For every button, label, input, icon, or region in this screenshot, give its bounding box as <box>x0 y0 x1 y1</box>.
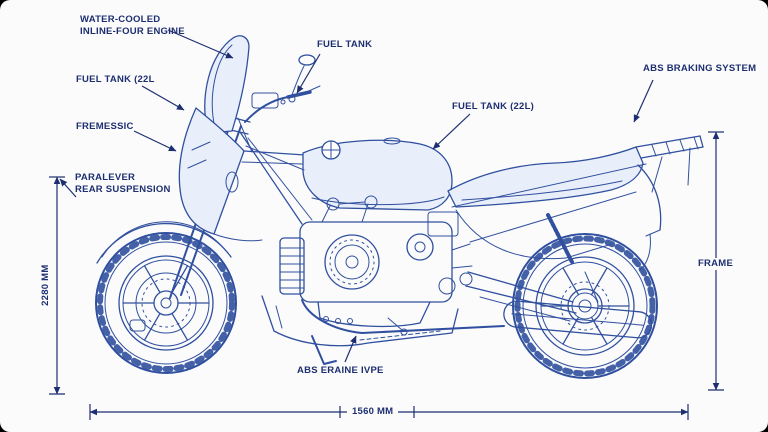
length-dimension-label: 1560 MM <box>347 406 399 419</box>
motorcycle-line-art <box>95 35 704 379</box>
front-wheel <box>95 232 237 374</box>
fairing-windscreen <box>178 35 306 242</box>
callout-paralever: PARALEVER REAR SUSPENSION <box>75 172 171 196</box>
fuel-tank-drawing <box>302 137 453 211</box>
leader-engine <box>167 29 234 59</box>
engine-drawing <box>261 195 473 347</box>
callout-abs-system: ABS BRAKING SYSTEM <box>643 63 757 74</box>
callout-fuel-tank-right: FUEL TANK (22L) <box>452 101 535 112</box>
height-dimension-label: 2280 MM <box>39 264 51 306</box>
handlebar-controls <box>244 54 321 123</box>
callout-fremessic: FREMESSIC <box>76 121 134 132</box>
exhaust <box>301 271 653 339</box>
frame-dimension-label: FRAME <box>693 258 739 271</box>
leader-abs-bottom <box>344 335 357 363</box>
frame-swingarm <box>239 131 577 365</box>
leader-lines <box>59 29 654 363</box>
callout-engine: WATER-COOLED INLINE-FOUR ENGINE <box>80 14 185 38</box>
leader-fuel-tank-left <box>141 85 185 111</box>
leader-fuel-tank-top <box>296 53 321 94</box>
leader-paralever <box>59 178 77 198</box>
callout-fuel-tank-left: FUEL TANK (22L <box>76 74 155 85</box>
leader-abs-system <box>633 79 654 123</box>
leader-fuel-tank-right <box>432 113 471 150</box>
seat-tail <box>447 135 704 271</box>
leader-fremessic <box>133 130 177 152</box>
rear-wheel <box>512 233 658 379</box>
callout-abs-bottom: ABS ERAINE IVPE <box>297 365 384 376</box>
callout-fuel-tank-top: FUEL TANK <box>317 39 373 50</box>
